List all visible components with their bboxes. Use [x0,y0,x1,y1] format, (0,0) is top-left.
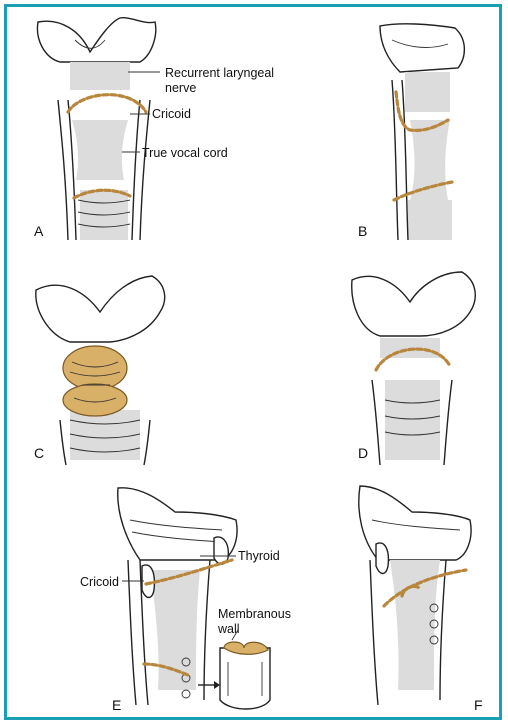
label-true-vocal-cord: True vocal cord [142,146,228,160]
label-recurrent-laryngeal-nerve: Recurrent laryngeal [165,66,274,80]
panel-c-drawing [36,276,165,465]
label-cricoid-e: Cricoid [80,575,119,589]
panel-letter-a: A [34,223,44,239]
panel-d-drawing [352,272,476,465]
panel-f-drawing [359,486,471,705]
label-cricoid-a: Cricoid [152,107,191,121]
label-thyroid: Thyroid [238,549,280,563]
panel-e-drawing [118,488,270,709]
panel-letter-e: E [112,697,121,713]
label-membranous-wall: Membranous [218,607,291,621]
panel-letter-f: F [474,697,483,713]
label-membranous-wall-line2: wall [217,622,240,636]
panel-letter-d: D [358,445,368,461]
panel-a-drawing [37,18,160,240]
panel-b-drawing [380,24,464,240]
panel-letter-c: C [34,445,44,461]
label-recurrent-laryngeal-nerve-line2: nerve [165,81,196,95]
panel-letter-b: B [358,223,367,239]
